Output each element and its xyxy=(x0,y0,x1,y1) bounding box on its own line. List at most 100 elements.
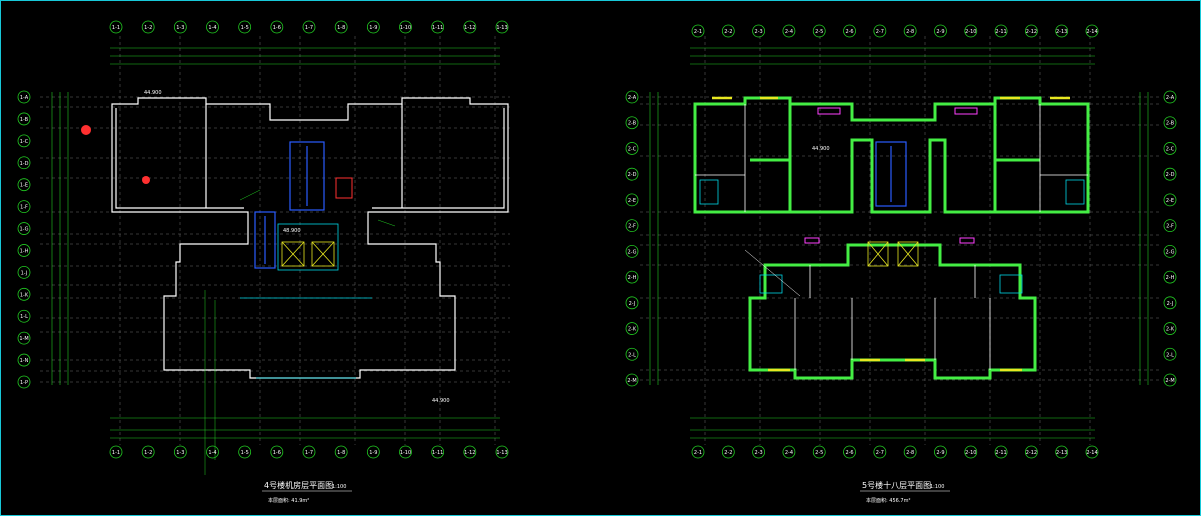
right-top-axis-9-bubble xyxy=(964,24,978,38)
left-side-axis-9-bubble xyxy=(17,287,31,301)
left-top-axis-2-bubble xyxy=(173,20,187,34)
right-bottom-axis-13-bubble xyxy=(1085,445,1099,459)
left-bottom-axis-5-bubble xyxy=(270,445,284,459)
right-top-axis-12-bubble xyxy=(1055,24,1069,38)
left-side-axis-13-bubble xyxy=(17,375,31,389)
right-bottom-axis-13-label: 2-14 xyxy=(1086,450,1097,456)
left-side-axis-1-bubble xyxy=(17,112,31,126)
left-bottom-axis-4-label: 1-5 xyxy=(241,450,249,456)
right-side-axis-r-10-label: 2-L xyxy=(1166,352,1174,358)
left-top-axis-6-label: 1-7 xyxy=(305,25,313,31)
left-side-axis-3-label: 1-D xyxy=(20,161,29,167)
left-bottom-axis-12-bubble xyxy=(495,445,509,459)
left-bottom-axis-5-label: 1-6 xyxy=(273,450,281,456)
left-elevation-label: 44.900 xyxy=(144,90,162,96)
left-bottom-axis-4-bubble xyxy=(238,445,252,459)
right-side-axis-l-9-bubble xyxy=(625,322,639,335)
left-side-axis-12-bubble xyxy=(17,353,31,367)
left-side-axis-6-bubble xyxy=(17,222,31,235)
left-bottom-axis-0-bubble xyxy=(109,445,123,459)
left-bottom-axis-8-bubble xyxy=(366,445,380,459)
right-bottom-axis-6-label: 2-7 xyxy=(876,450,884,456)
right-bottom-axis-12-label: 2-13 xyxy=(1056,450,1067,456)
right-bottom-axis-8-bubble xyxy=(934,445,947,459)
right-side-axis-r-9-label: 2-K xyxy=(1166,327,1175,333)
left-side-axis-0-bubble xyxy=(17,90,31,104)
right-side-axis-l-2-bubble xyxy=(625,142,639,155)
left-top-axis-1-label: 1-2 xyxy=(144,25,152,31)
right-side-axis-r-9-bubble xyxy=(1163,322,1177,335)
right-top-axis-7-bubble xyxy=(903,24,917,38)
left-bottom-axis-9-bubble xyxy=(399,445,412,459)
left-bottom-axis-9-label: 1-10 xyxy=(400,450,411,456)
left-plan-scale: 1:100 xyxy=(332,484,346,490)
right-side-axis-l-3-bubble xyxy=(625,167,639,181)
right-top-axis-5-bubble xyxy=(843,24,856,38)
right-bottom-axis-0-label: 2-1 xyxy=(694,450,702,456)
right-side-axis-r-2-bubble xyxy=(1163,142,1177,155)
right-bottom-axis-5-bubble xyxy=(843,445,856,459)
right-bottom-axis-4-label: 2-5 xyxy=(815,450,823,456)
right-bottom-axis-5-label: 2-6 xyxy=(845,450,853,456)
right-bottom-axis-4-bubble xyxy=(812,445,826,459)
right-side-axis-l-10-label: 2-L xyxy=(628,352,636,358)
left-top-axis-3-bubble xyxy=(206,20,219,34)
left-side-axis-10-bubble xyxy=(17,309,31,323)
right-side-axis-l-6-label: 2-G xyxy=(627,249,636,255)
right-side-axis-r-1-label: 2-B xyxy=(1166,121,1175,127)
left-bottom-axis-11-bubble xyxy=(463,445,477,459)
right-side-axis-l-7-label: 2-H xyxy=(628,275,637,281)
left-side-axis-4-bubble xyxy=(17,178,31,192)
left-top-axis-2-label: 1-3 xyxy=(176,25,184,31)
right-top-axis-1-bubble xyxy=(721,24,735,38)
left-side-axis-4-label: 1-E xyxy=(20,183,28,189)
left-side-axis-10-label: 1-L xyxy=(20,314,28,320)
right-top-axis-12-label: 2-13 xyxy=(1056,29,1067,35)
right-bottom-axis-1-bubble xyxy=(721,445,735,459)
right-top-axis-13-bubble xyxy=(1085,24,1099,38)
right-top-axis-10-bubble xyxy=(994,24,1008,38)
right-top-axis-1-label: 2-2 xyxy=(724,29,732,35)
right-bottom-axis-6-bubble xyxy=(873,445,887,459)
right-side-axis-r-1-bubble xyxy=(1163,116,1177,130)
left-side-axis-8-label: 1-J xyxy=(21,270,28,276)
right-side-axis-l-11-bubble xyxy=(625,373,639,387)
right-floor-plan xyxy=(640,36,1160,445)
right-bottom-axis-7-bubble xyxy=(903,445,917,459)
right-top-axis-3-label: 2-4 xyxy=(785,29,793,35)
right-bottom-axis-12-bubble xyxy=(1055,445,1069,459)
left-side-axis-1-label: 1-B xyxy=(20,117,29,123)
left-top-axis-5-label: 1-6 xyxy=(273,25,281,31)
left-bottom-axis-7-label: 1-8 xyxy=(337,450,345,456)
right-bottom-axis-2-bubble xyxy=(752,445,766,459)
left-top-axis-5-bubble xyxy=(270,20,284,34)
left-top-axis-8-label: 1-9 xyxy=(369,25,377,31)
left-bottom-axis-10-label: 1-11 xyxy=(432,450,443,456)
left-top-axis-7-bubble xyxy=(334,20,348,34)
right-side-axis-r-8-label: 2-J xyxy=(1167,301,1174,307)
right-bottom-axis-3-label: 2-4 xyxy=(785,450,793,456)
right-side-axis-r-7-bubble xyxy=(1163,270,1177,284)
right-bottom-axis-9-bubble xyxy=(964,445,978,459)
right-side-axis-markers-right: 2-A2-B2-C2-D2-E2-F2-G2-H2-J2-K2-L2-M xyxy=(1163,90,1177,387)
right-side-axis-l-0-bubble xyxy=(625,90,639,104)
right-top-axis-6-label: 2-7 xyxy=(876,29,884,35)
right-plan-scale: 1:100 xyxy=(930,484,944,490)
right-side-axis-l-9-label: 2-K xyxy=(628,327,637,333)
left-bottom-axis-1-bubble xyxy=(141,445,155,459)
left-bottom-axis-12-label: 1-13 xyxy=(496,450,507,456)
right-side-axis-r-5-label: 2-F xyxy=(1166,224,1174,230)
right-side-axis-r-6-label: 2-G xyxy=(1165,249,1174,255)
left-plan-area: 本层面积: 41.9m² xyxy=(268,497,309,504)
right-top-axis-0-bubble xyxy=(691,24,705,38)
left-bottom-axis-1-label: 1-2 xyxy=(144,450,152,456)
right-side-axis-l-0-label: 2-A xyxy=(628,95,637,101)
right-top-axis-7-label: 2-8 xyxy=(906,29,914,35)
left-side-axis-2-bubble xyxy=(17,134,31,148)
left-side-axis-11-label: 1-M xyxy=(19,336,28,342)
right-side-axis-l-11-label: 2-M xyxy=(627,378,636,384)
left-top-axis-11-label: 1-12 xyxy=(464,25,475,31)
left-side-axis-3-bubble xyxy=(17,156,31,170)
